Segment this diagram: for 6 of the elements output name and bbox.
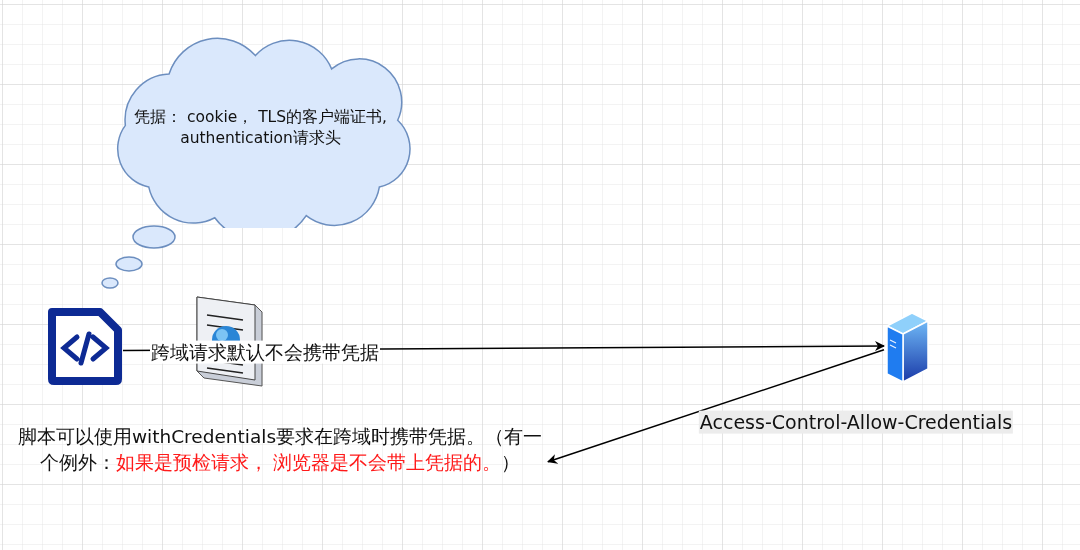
edge-label: Access-Control-Allow-Credentials bbox=[698, 410, 1014, 434]
arrow bbox=[547, 349, 885, 464]
note-text: 脚本可以使用withCredentials要求在跨域时携带凭据。（有一个例外：如果是预检请求， 浏览器是不会带上凭据的。） bbox=[16, 425, 544, 475]
edge-label: 跨域请求默认不会携带凭据 bbox=[150, 340, 380, 364]
code-file-icon bbox=[47, 307, 123, 386]
cloud-text: 凭据： cookie， TLS的客户端证书, authentication请求头 bbox=[133, 107, 388, 149]
